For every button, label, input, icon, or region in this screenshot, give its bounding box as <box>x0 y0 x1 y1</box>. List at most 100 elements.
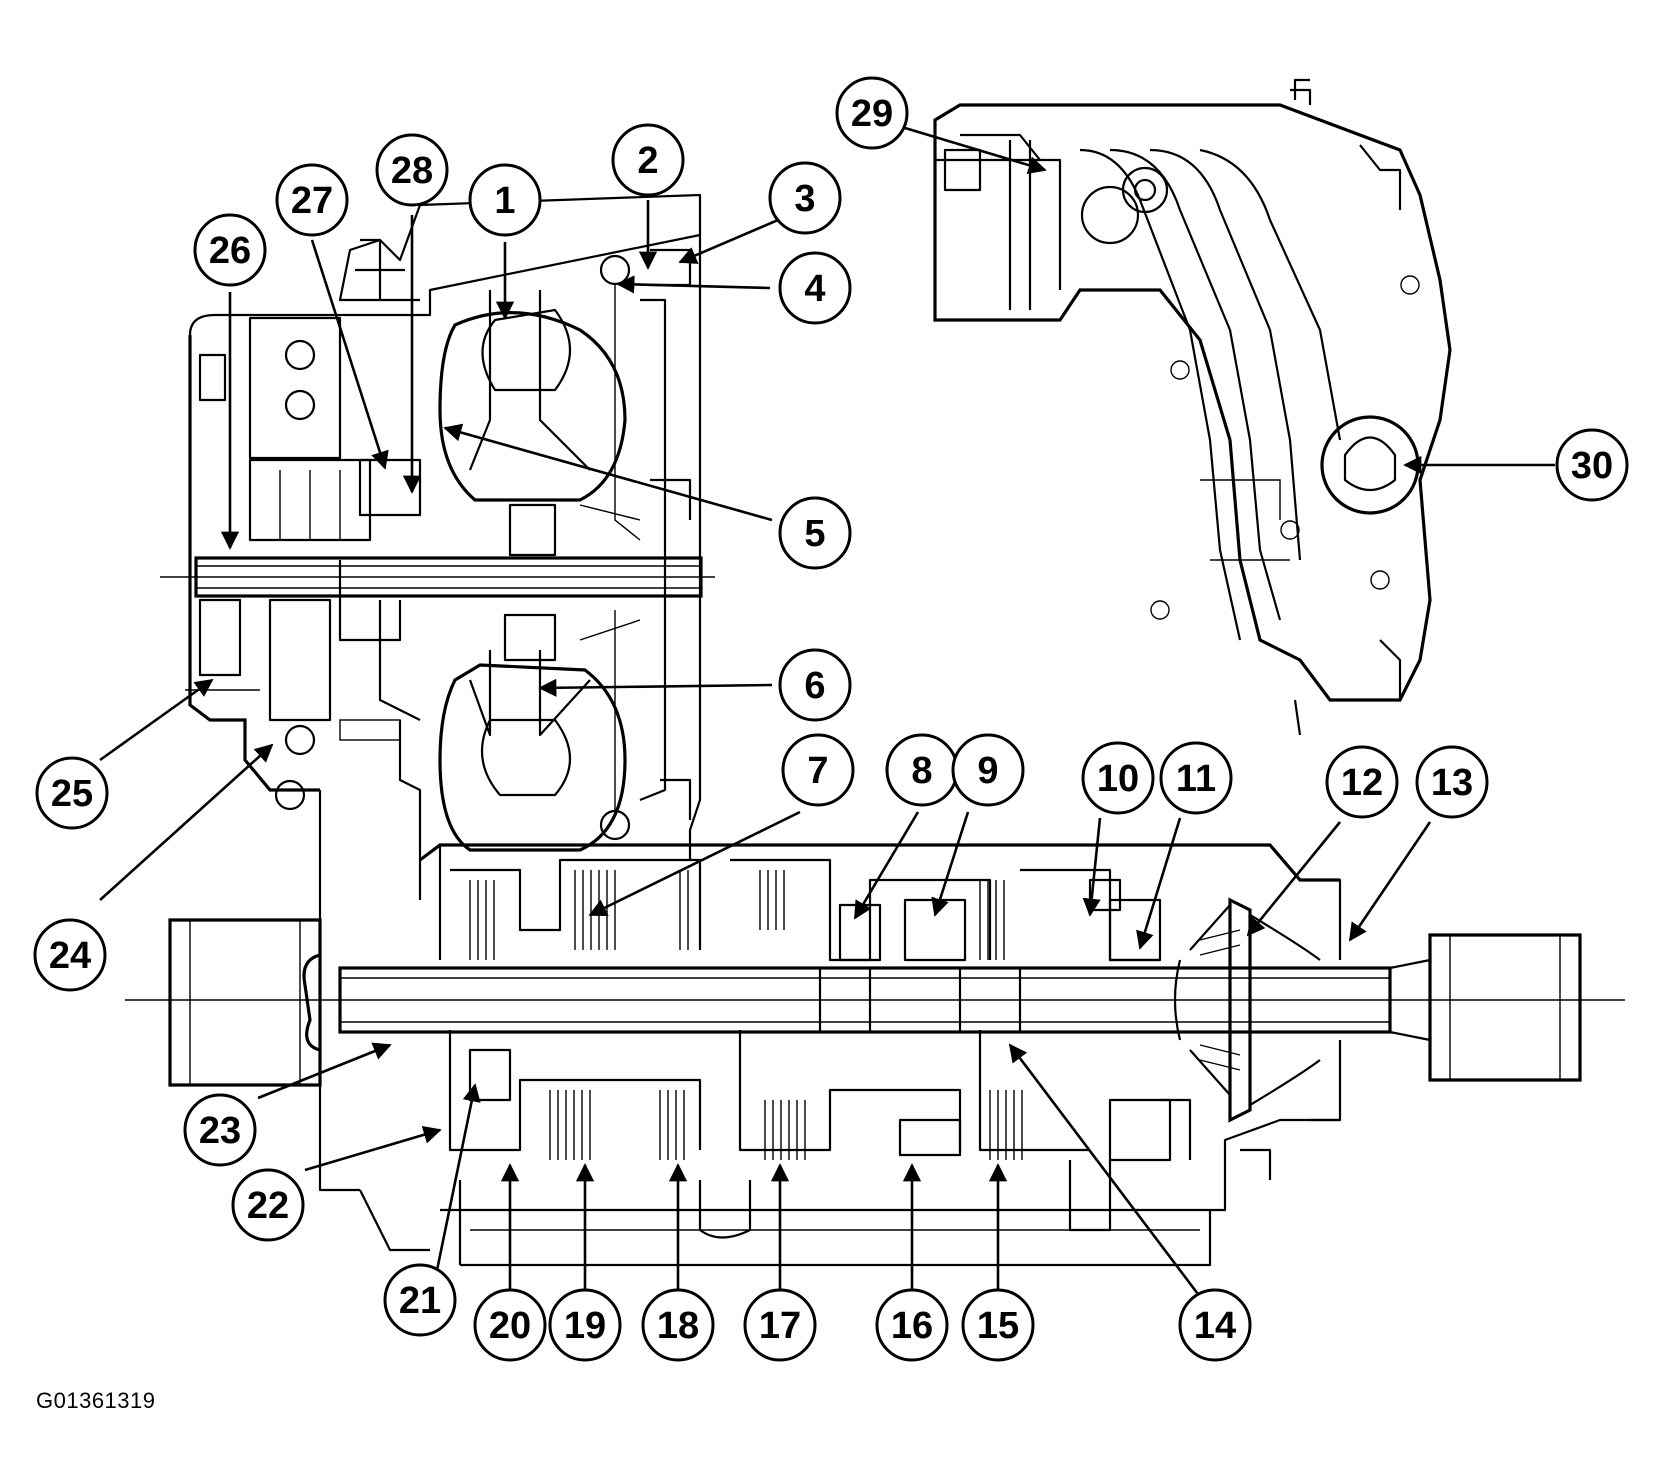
callout-circle <box>473 1288 547 1362</box>
callout-circle <box>275 163 349 237</box>
callout-28: 28 <box>375 133 449 207</box>
callout-19: 19 <box>548 1288 622 1362</box>
callout-circle <box>743 1288 817 1362</box>
callout-number: 22 <box>247 1185 289 1227</box>
callout-23: 23 <box>183 1093 257 1167</box>
callout-number: 13 <box>1431 762 1473 804</box>
callout-circle <box>231 1168 305 1242</box>
callout-15: 15 <box>961 1288 1035 1362</box>
clutch-packs-upper <box>450 858 1162 962</box>
callout-8: 8 <box>885 733 959 807</box>
callout-number: 11 <box>1176 758 1216 800</box>
callout-circle <box>183 1093 257 1167</box>
callout-25: 25 <box>35 756 109 830</box>
callout-27: 27 <box>275 163 349 237</box>
callout-number: 6 <box>804 665 825 707</box>
callout-14: 14 <box>1178 1288 1252 1362</box>
callout-number: 14 <box>1194 1305 1236 1347</box>
callout-circle <box>778 251 852 325</box>
callout-22: 22 <box>231 1168 305 1242</box>
callout-11: 11 <box>1159 741 1233 815</box>
callout-circle <box>961 1288 1035 1362</box>
callout-circle <box>778 648 852 722</box>
callout-7: 7 <box>781 733 855 807</box>
callout-number: 28 <box>391 150 433 192</box>
callout-number: 3 <box>794 178 815 220</box>
torque-converter <box>438 248 692 852</box>
callout-20: 20 <box>473 1288 547 1362</box>
callout-circle <box>383 1263 457 1337</box>
callout-circle <box>33 918 107 992</box>
callout-circle <box>468 163 542 237</box>
callout-number: 9 <box>977 750 998 792</box>
callout-circle <box>641 1288 715 1362</box>
callout-26: 26 <box>193 213 267 287</box>
input-shaft <box>160 556 715 598</box>
callout-number: 2 <box>637 140 658 182</box>
callout-number: 21 <box>399 1280 441 1322</box>
callout-number: 27 <box>291 180 333 222</box>
callout-29: 29 <box>835 76 909 150</box>
callout-1: 1 <box>468 163 542 237</box>
callout-number: 24 <box>49 935 91 977</box>
callout-circle <box>548 1288 622 1362</box>
callout-circle <box>835 76 909 150</box>
callout-24: 24 <box>33 918 107 992</box>
callout-number: 26 <box>209 230 251 272</box>
callout-12: 12 <box>1325 745 1399 819</box>
callout-circle <box>1178 1288 1252 1362</box>
callout-number: 19 <box>564 1305 606 1347</box>
callout-number: 15 <box>977 1305 1019 1347</box>
callout-number: 18 <box>657 1305 699 1347</box>
callout-9: 9 <box>951 733 1025 807</box>
figure-id-label: G01361319 <box>36 1388 156 1413</box>
callout-circle <box>35 756 109 830</box>
callout-circle <box>611 123 685 197</box>
callout-circle <box>1081 741 1155 815</box>
callout-number: 17 <box>759 1305 801 1347</box>
callout-circle <box>781 733 855 807</box>
callout-circle <box>1555 428 1629 502</box>
callout-number: 12 <box>1341 762 1383 804</box>
callout-circle <box>778 496 852 570</box>
callout-6: 6 <box>778 648 852 722</box>
callout-number: 20 <box>489 1305 531 1347</box>
callout-circle <box>1159 741 1233 815</box>
callout-number: 10 <box>1097 758 1139 800</box>
callout-10: 10 <box>1081 741 1155 815</box>
callout-circle <box>1325 745 1399 819</box>
callout-number: 5 <box>804 513 825 555</box>
callout-circle <box>951 733 1025 807</box>
callout-circle <box>768 161 842 235</box>
callout-number: 7 <box>807 750 828 792</box>
callout-number: 25 <box>51 773 93 815</box>
callout-17: 17 <box>743 1288 817 1362</box>
callout-4: 4 <box>778 251 852 325</box>
callout-16: 16 <box>875 1288 949 1362</box>
callout-circle <box>193 213 267 287</box>
callout-number: 23 <box>199 1110 241 1152</box>
output-shaft <box>125 918 1625 1087</box>
callout-21: 21 <box>383 1263 457 1337</box>
callout-number: 4 <box>804 268 825 310</box>
callout-2: 2 <box>611 123 685 197</box>
callout-circle <box>1415 745 1489 819</box>
callout-number: 30 <box>1571 445 1613 487</box>
callout-30: 30 <box>1555 428 1629 502</box>
valve-body-cover <box>933 78 1452 736</box>
callout-number: 29 <box>851 93 893 135</box>
callout-5: 5 <box>778 496 852 570</box>
callout-circle <box>375 133 449 207</box>
callout-leaders <box>99 126 1555 1311</box>
callout-circle <box>875 1288 949 1362</box>
callout-number: 16 <box>891 1305 933 1347</box>
clutch-packs-lower <box>448 1030 1172 1162</box>
callout-13: 13 <box>1415 745 1489 819</box>
callout-number: 1 <box>494 180 515 222</box>
callout-3: 3 <box>768 161 842 235</box>
callout-number: 8 <box>911 750 932 792</box>
callout-18: 18 <box>641 1288 715 1362</box>
